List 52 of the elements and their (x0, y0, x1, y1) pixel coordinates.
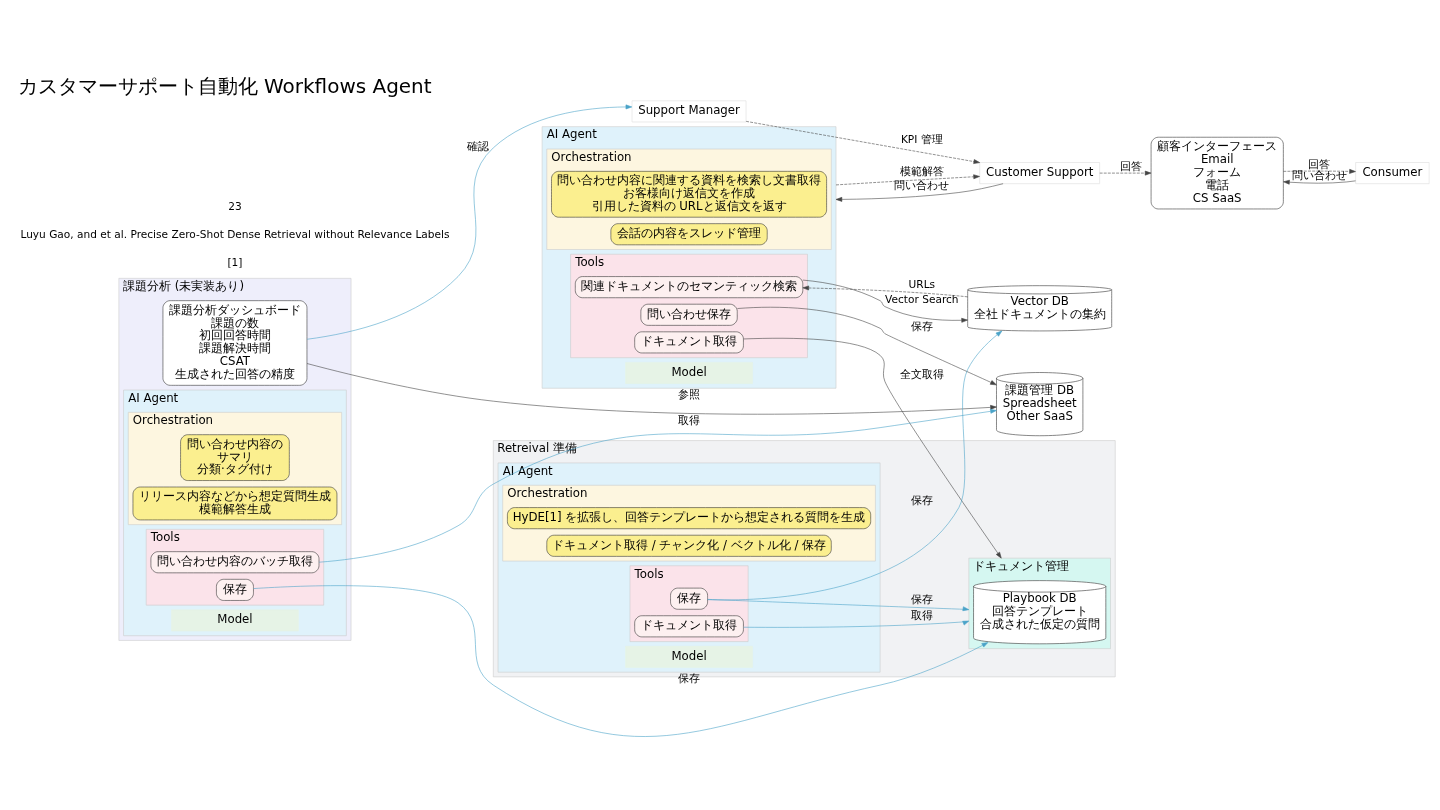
node-box: 保存 (669, 587, 708, 610)
arrow (306, 362, 997, 414)
arrow (835, 173, 980, 185)
node-box: 保存 (215, 578, 254, 601)
edge-label: 取得 (910, 608, 933, 621)
edge-label: Vector Search (884, 292, 959, 305)
edge-label: 全文取得 (899, 367, 944, 380)
arrow (1282, 179, 1356, 185)
arrow (706, 598, 969, 611)
edge-label: 模範解答 (899, 164, 944, 177)
arrow (742, 337, 1002, 558)
arrow (736, 306, 997, 385)
label: Luyu Gao, and et al. Precise Zero-Shot Dense Retrieval without Relevance Labels (19, 227, 449, 240)
edge-label: URLs (908, 277, 935, 290)
edge-label: 取得 (677, 413, 700, 426)
edge-label: 回答 (1308, 157, 1330, 170)
arrow (802, 279, 968, 323)
arrow (802, 285, 968, 297)
node-box: 関連ドキュメントのセマンティック検索 (574, 275, 803, 298)
node-box: Support Manager (631, 100, 746, 122)
node-box: HyDE[1] を拡張し、回答テンプレートから想定される質問を生成 (506, 506, 871, 529)
node-box: Customer Support (978, 161, 1100, 184)
node-box: 問い合わせ内容に関連する資料を検索し文書取得 お客様向け返信文を作成 引用した資料の URLと返信文を返す (550, 170, 827, 217)
edge-label: 保存 (910, 319, 933, 332)
node-box: 顧客インターフェース Email フォーム 電話 CS SaaS (1150, 136, 1284, 209)
node-box: 問い合わせ内容のバッチ取得 (150, 550, 319, 573)
arrow (742, 620, 969, 628)
arrow (835, 182, 1003, 202)
edge-label: 回答 (1119, 159, 1142, 172)
label: 23 (227, 199, 242, 212)
edge-label: 参照 (677, 387, 700, 400)
edge-label: KPI 管理 (900, 132, 943, 145)
node-box: 会話の内容をスレッド管理 (610, 222, 768, 245)
edge-label: 保存 (910, 592, 933, 605)
node-box: ドキュメント取得 / チャンク化 / ベクトル化 / 保存 (546, 534, 832, 557)
node-box: ドキュメント取得 (633, 331, 744, 353)
edge-label: 問い合わせ (893, 178, 949, 191)
node-box: リリース内容などから想定質問生成 模範解答生成 (132, 486, 337, 520)
edge-label: 保存 (910, 493, 933, 506)
arrow (1098, 170, 1151, 175)
node-box: Consumer (1354, 161, 1429, 184)
edge-label: 確認 (466, 139, 489, 152)
arrow (318, 408, 997, 562)
node-box: 課題分析ダッシュボード 課題の数 初回回答時間 課題解決時間 CSAT 生成された回答の精度 (162, 299, 307, 386)
arrow (306, 104, 632, 340)
node-box: 問い合わせ保存 (640, 303, 738, 326)
arrow (745, 120, 980, 164)
arrow (1282, 168, 1356, 174)
label: [1] (226, 255, 242, 268)
node-box: 問い合わせ内容の サマリ 分類·タグ付け (179, 433, 290, 481)
diagram-title: カスタマーサポート自動化 Workflows Agent (17, 73, 432, 98)
node-box: ドキュメント取得 (633, 614, 744, 637)
